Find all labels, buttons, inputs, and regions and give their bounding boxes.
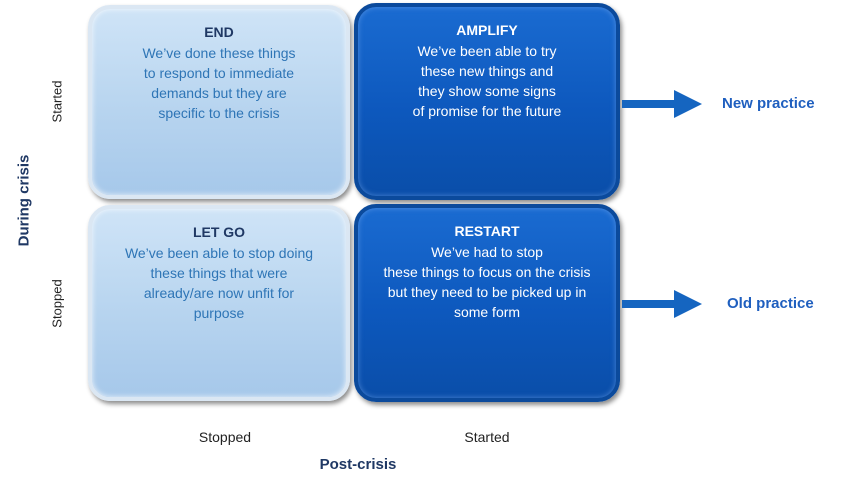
outcome-old-practice: Old practice [727,295,814,312]
outcome-new-practice: New practice [722,95,815,112]
quadrant-restart: RESTART We’ve had to stop these things t… [354,204,620,402]
column-label-started: Started [464,429,510,445]
arrow-right-icon [622,290,702,318]
quadrant-amplify-text: We’ve been able to try these new things … [412,43,562,119]
quadrant-end: END We’ve done these things to respond t… [88,5,350,199]
row-label-started: Started [49,80,65,123]
column-label-stopped: Stopped [198,429,252,445]
quadrant-amplify-title: AMPLIFY [456,22,518,38]
quadrant-amplify: AMPLIFY We’ve been able to try these new… [354,3,620,200]
quadrant-let-go-text: We’ve been able to stop doing these thin… [124,245,314,321]
quadrant-end-text: We’ve done these things to respond to im… [142,45,296,121]
quadrant-let-go: LET GO We’ve been able to stop doing the… [88,205,350,401]
y-axis-title: During crisis [15,154,33,247]
arrow-right-icon [622,90,702,118]
quadrant-end-title: END [204,24,234,40]
row-label-stopped: Stopped [49,279,65,328]
quadrant-restart-title: RESTART [454,223,520,239]
quadrant-restart-text: We’ve had to stop these things to focus … [383,244,591,320]
x-axis-title: Post-crisis [319,456,397,473]
quadrant-let-go-title: LET GO [192,224,246,240]
